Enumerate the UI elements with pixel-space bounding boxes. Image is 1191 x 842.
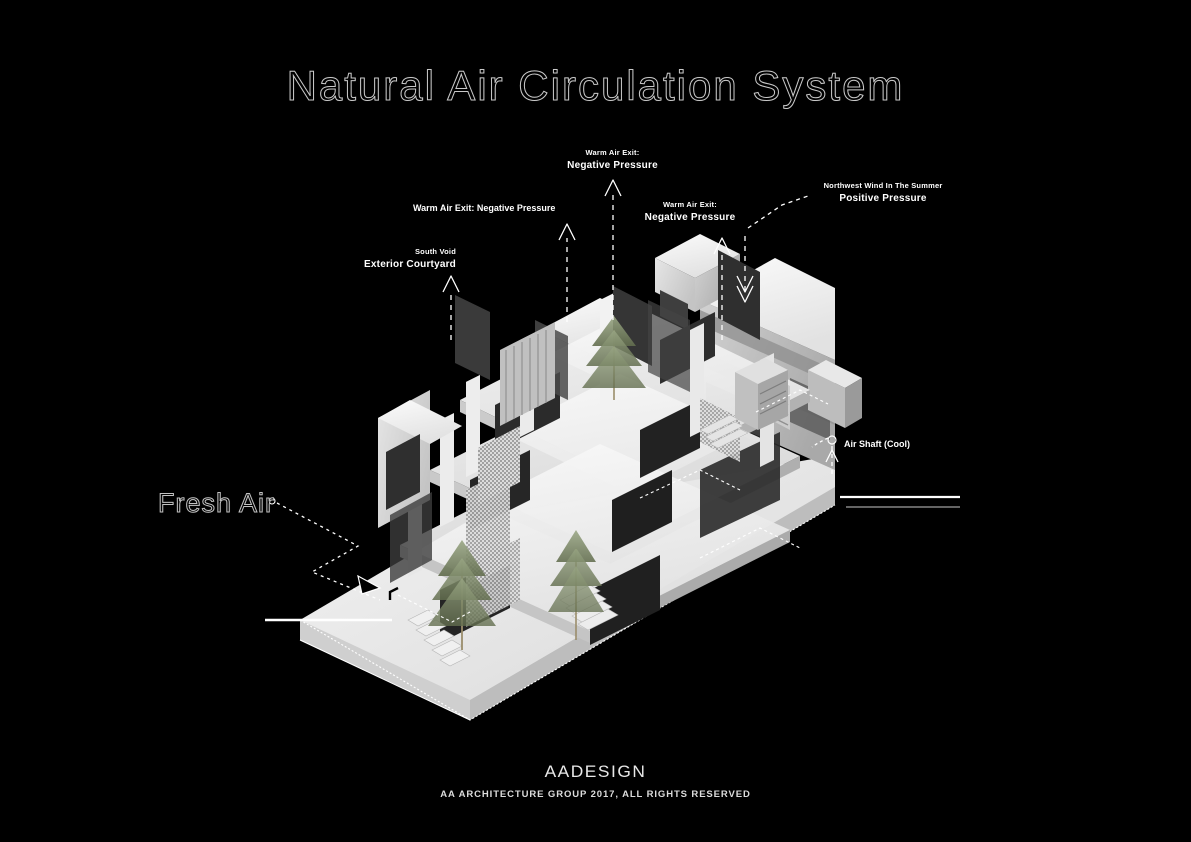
floor-slabs bbox=[400, 308, 810, 643]
tree-courtyard-upper bbox=[582, 316, 646, 400]
label-south-void: South Void Exterior Courtyard bbox=[364, 247, 456, 270]
louvre-screens bbox=[500, 322, 790, 430]
page-title: Natural Air Circulation System bbox=[286, 62, 905, 110]
leader-fresh-air bbox=[268, 497, 382, 601]
roof-volumes bbox=[540, 234, 740, 374]
building-east-wing bbox=[700, 258, 862, 470]
label-warm-air-exit-right: Warm Air Exit: Negative Pressure bbox=[644, 200, 736, 223]
label-air-shaft: Air Shaft (Cool) bbox=[844, 439, 910, 449]
building-west-wing bbox=[378, 390, 462, 583]
mesh-panels bbox=[386, 398, 740, 627]
interior-duct-paths bbox=[397, 389, 829, 623]
arrow-warm-air-exit-left bbox=[558, 223, 576, 322]
label-northwest-wind: Northwest Wind In The Summer Positive Pr… bbox=[823, 181, 943, 204]
label-fresh-air: Fresh Air bbox=[157, 488, 276, 519]
partition-walls bbox=[408, 250, 774, 577]
arrow-warm-air-exit-right bbox=[713, 237, 731, 340]
interior-voids bbox=[440, 312, 780, 645]
brand-logo: AADESIGN bbox=[544, 762, 647, 781]
arrow-air-shaft bbox=[811, 435, 839, 478]
service-stack bbox=[735, 358, 788, 430]
arrow-south-void bbox=[442, 275, 460, 340]
tree-ground-center bbox=[548, 530, 604, 640]
copyright-text: AA ARCHITECTURE GROUP 2017, ALL RIGHTS R… bbox=[440, 789, 751, 800]
label-warm-air-exit-left: Warm Air Exit: Negative Pressure bbox=[413, 203, 556, 213]
site-plinth bbox=[299, 455, 836, 721]
stairs bbox=[407, 414, 749, 667]
label-warm-air-exit-center: Warm Air Exit: Negative Pressure bbox=[567, 148, 658, 171]
tree-ground-left bbox=[428, 540, 496, 650]
duct-corner-marks bbox=[388, 586, 399, 600]
